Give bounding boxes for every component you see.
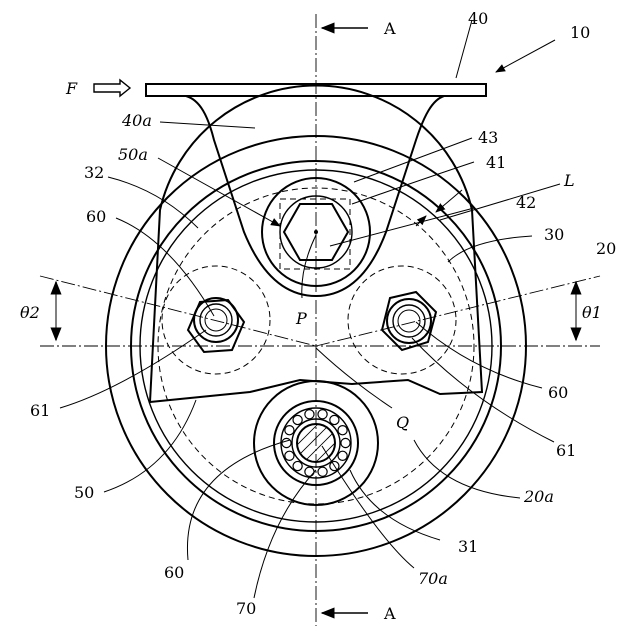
label-40a: 40a	[121, 111, 152, 130]
label-70: 70	[236, 599, 256, 618]
label-50: 50	[74, 483, 94, 502]
section-label-bottom: A	[383, 604, 396, 623]
label-60-bottom: 60	[164, 563, 184, 582]
label-43: 43	[478, 128, 498, 147]
label-30: 30	[544, 225, 564, 244]
label-20a: 20a	[523, 487, 554, 506]
label-61-right: 61	[556, 441, 576, 460]
bearing-ball	[285, 451, 294, 460]
bearing-ball	[305, 467, 314, 476]
label-70a: 70a	[418, 569, 448, 588]
label-F: F	[65, 79, 78, 98]
label-L: L	[563, 171, 575, 190]
label-50a: 50a	[118, 145, 148, 164]
label-31: 31	[458, 537, 478, 556]
bearing-ball	[285, 426, 294, 435]
bearing-ball	[293, 415, 302, 424]
label-10: 10	[570, 23, 590, 42]
label-61-left: 61	[30, 401, 50, 420]
label-42: 42	[516, 193, 536, 212]
label-theta2: θ2	[20, 303, 40, 322]
bearing-ball	[305, 410, 314, 419]
section-arrow-bottom: A	[322, 604, 396, 623]
bolt-60-right	[382, 292, 436, 350]
bearing-ball	[318, 467, 327, 476]
centerlines	[40, 14, 600, 626]
bearing-ball	[293, 461, 302, 470]
section-label-top: A	[383, 19, 396, 38]
force-arrow-F: F	[65, 79, 130, 98]
label-20: 20	[596, 239, 616, 258]
bearing-ball	[341, 438, 350, 447]
bearing-ball	[330, 415, 339, 424]
label-41: 41	[486, 153, 506, 172]
label-32: 32	[84, 163, 104, 182]
label-Q: Q	[396, 413, 409, 432]
label-40: 40	[468, 9, 488, 28]
label-P: P	[295, 309, 307, 328]
label-theta1: θ1	[582, 303, 602, 322]
bearing-ball	[338, 426, 347, 435]
bolt-60-left	[188, 298, 244, 352]
section-arrow-top: A	[322, 19, 396, 38]
bearing-ball	[318, 410, 327, 419]
label-60-left: 60	[86, 207, 106, 226]
label-60-right: 60	[548, 383, 568, 402]
bearing-ball	[338, 451, 347, 460]
